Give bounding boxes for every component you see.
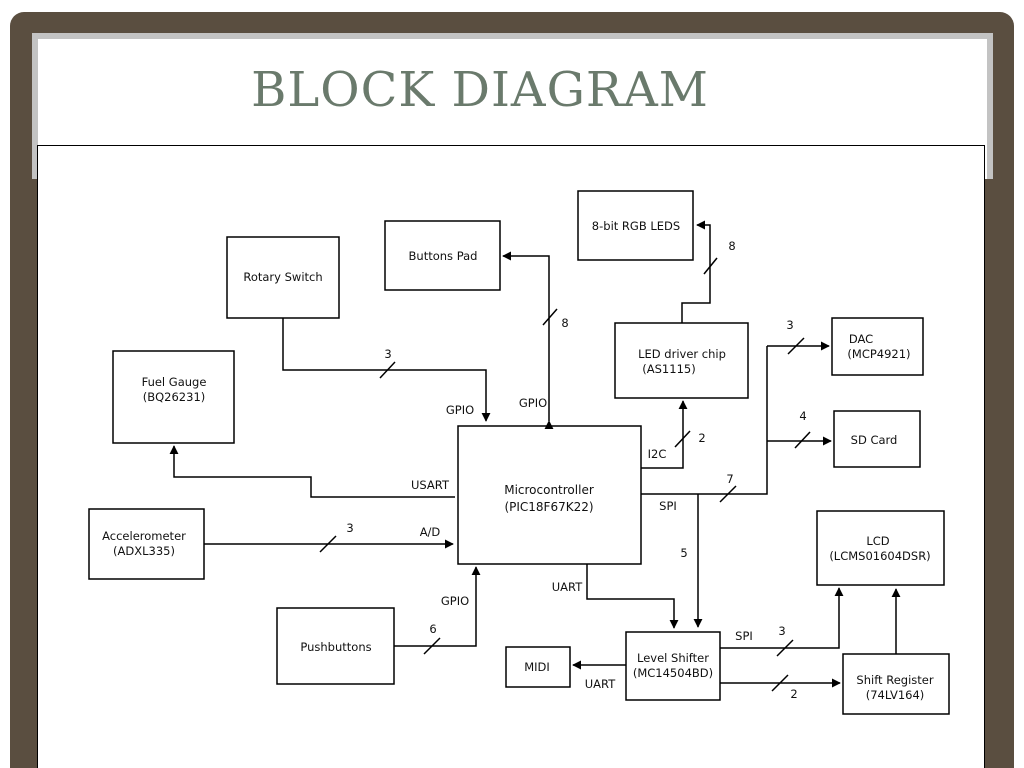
label-uart-midi: UART	[585, 677, 616, 691]
slide-title: BLOCK DIAGRAM	[251, 62, 709, 118]
slash-sd	[794, 431, 811, 449]
label-uart-mcu: UART	[552, 580, 583, 594]
accelerometer-part: (ADXL335)	[113, 544, 175, 558]
width-push: 6	[429, 622, 436, 636]
shift-register-part: (74LV164)	[866, 688, 925, 702]
accelerometer-label: Accelerometer	[102, 529, 186, 543]
rotary-switch-label: Rotary Switch	[243, 270, 322, 284]
slash-dac	[787, 337, 805, 355]
width-accel: 3	[346, 521, 353, 535]
width-rotary: 3	[384, 347, 391, 361]
label-gpio-rotary: GPIO	[446, 403, 474, 417]
buttons-pad-label: Buttons Pad	[409, 249, 478, 263]
wire-mcu-to-led-driver	[641, 400, 688, 469]
pushbuttons-label: Pushbuttons	[300, 640, 371, 654]
wire-level-shifter-to-lcd	[720, 587, 844, 649]
led-driver-part: (AS1115)	[642, 362, 695, 376]
wire-spi-bus	[641, 346, 768, 495]
slash-rotary	[379, 361, 396, 379]
label-ad: A/D	[420, 525, 441, 539]
led-driver-label: LED driver chip	[638, 347, 726, 361]
midi-label: MIDI	[524, 660, 550, 674]
slash-leds	[703, 257, 718, 275]
microcontroller-part: (PIC18F67K22)	[504, 500, 593, 514]
wire-push-to-mcu	[394, 566, 481, 647]
slash-lcd-spi	[776, 639, 794, 657]
block-lcd	[816, 510, 945, 586]
width-buttons: 8	[561, 316, 568, 330]
block-sd-card	[833, 410, 921, 468]
width-lcd-spi: 3	[778, 624, 785, 638]
wire-rotary-to-mcu	[282, 318, 491, 422]
lcd-label: LCD	[866, 534, 889, 548]
width-shift: 2	[790, 687, 797, 701]
slash-i2c	[674, 430, 691, 448]
block-fuel-gauge	[112, 350, 235, 444]
shift-register-label: Shift Register	[856, 673, 933, 687]
slash-accel	[319, 535, 337, 553]
block-level-shifter	[625, 631, 721, 701]
wire-uart-to-level-shifter	[586, 564, 679, 629]
label-gpio-push: GPIO	[441, 594, 469, 608]
slash-push	[423, 637, 441, 655]
wire-mcu-to-fuel-gauge	[169, 445, 455, 498]
sd-card-label: SD Card	[851, 433, 898, 447]
lcd-part: (LCMS01604DSR)	[829, 549, 930, 563]
microcontroller-label: Microcontroller	[504, 483, 594, 497]
fuel-gauge-label: Fuel Gauge	[142, 375, 207, 389]
label-i2c: I2C	[648, 447, 667, 461]
block-rgb-leds	[577, 190, 694, 261]
rgb-leds-label: 8-bit RGB LEDS	[592, 219, 680, 233]
label-usart: USART	[411, 478, 450, 492]
fuel-gauge-part: (BQ26231)	[143, 390, 206, 404]
width-dac: 3	[786, 318, 793, 332]
slash-spi	[719, 485, 737, 503]
diagram-panel	[37, 145, 985, 768]
label-spi-mcu: SPI	[659, 499, 677, 513]
width-sd: 4	[799, 409, 806, 423]
block-buttons-pad	[384, 220, 501, 291]
width-leds: 8	[728, 239, 735, 253]
level-shifter-part: (MC14504BD)	[633, 666, 713, 680]
wire-mcu-to-buttons-pad	[502, 251, 554, 430]
width-i2c: 2	[698, 431, 705, 445]
level-shifter-label: Level Shifter	[637, 651, 709, 665]
slash-buttons	[542, 308, 558, 326]
label-spi-level-shifter: SPI	[735, 629, 753, 643]
block-dac	[831, 317, 924, 376]
dac-part: (MCP4921)	[847, 347, 910, 361]
wire-driver-to-leds	[681, 220, 711, 323]
dac-label: DAC	[849, 332, 873, 346]
block-midi	[505, 646, 571, 688]
width-spi-main: 7	[726, 472, 733, 486]
slash-shift	[771, 674, 789, 692]
label-gpio-buttons: GPIO	[519, 396, 547, 410]
width-spi-down: 5	[680, 546, 687, 560]
